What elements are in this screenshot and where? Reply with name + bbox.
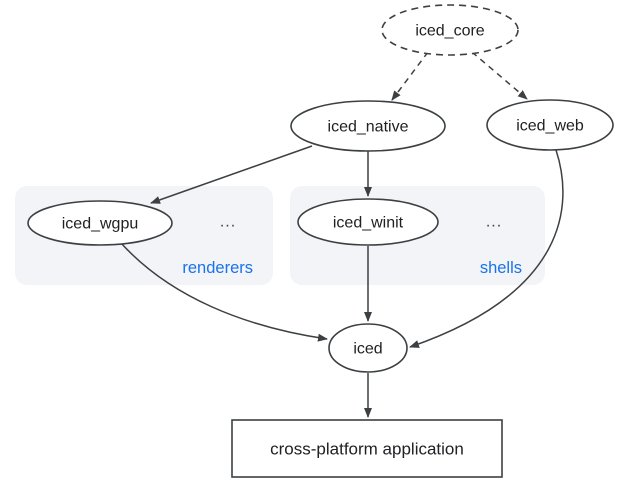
edge-iced-native-to-iced-wgpu [150, 145, 313, 204]
edge-iced-core-to-iced-web [471, 51, 528, 100]
node-iced-web [486, 99, 614, 151]
node-iced-native-label: iced_native [328, 119, 409, 136]
node-iced-label: iced [353, 341, 382, 358]
node-iced-core-label: iced_core [415, 23, 484, 40]
node-application [231, 419, 503, 478]
node-iced-web-label: iced_web [516, 118, 584, 135]
node-iced-core [381, 4, 519, 56]
node-iced-wgpu-label: iced_wgpu [62, 216, 139, 233]
renderers-ellipsis: ... [220, 214, 236, 231]
shells-group-label: shells [480, 259, 522, 277]
node-application-label: cross-platform application [270, 440, 464, 459]
node-iced [328, 323, 408, 373]
renderers-group-label: renderers [182, 259, 253, 277]
node-iced-wgpu [27, 200, 173, 246]
edge-iced-wgpu-to-iced [120, 242, 328, 342]
node-iced-winit-label: iced_winit [333, 215, 404, 232]
edge-iced-web-to-iced [409, 149, 564, 348]
edge-iced-core-to-iced-native [391, 51, 429, 101]
shells-ellipsis: ... [486, 214, 502, 231]
node-iced-winit [297, 198, 439, 246]
node-iced-native [290, 100, 446, 152]
